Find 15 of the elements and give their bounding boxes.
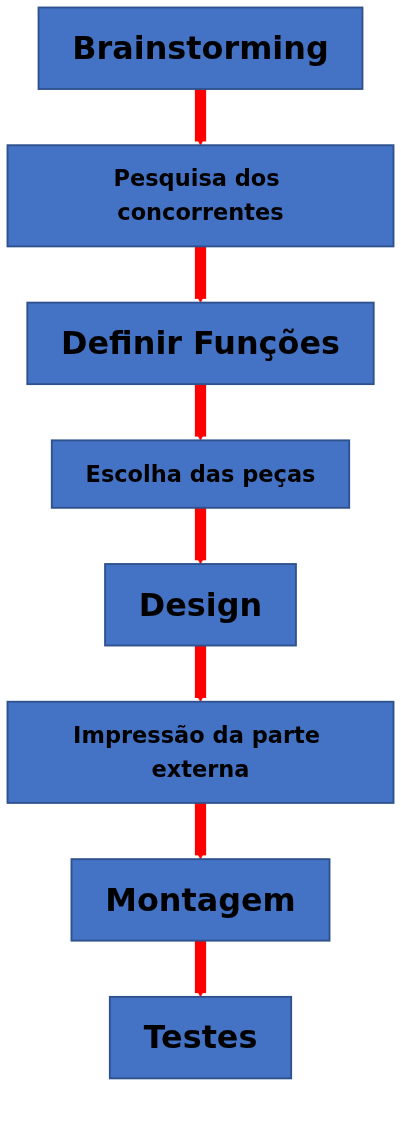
node-box: Testes [108, 995, 293, 1080]
arrow [194, 245, 207, 303]
node-box: Definir Funções [26, 301, 375, 386]
node-box: Montagem [70, 858, 331, 942]
node-box: Design [104, 563, 297, 647]
node-box: Impressão da parte externa [6, 700, 395, 804]
arrow [194, 506, 207, 565]
arrow [194, 802, 207, 860]
arrow [194, 88, 207, 146]
arrow [194, 644, 207, 703]
arrow [194, 939, 207, 998]
node-box: Escolha das peças [50, 439, 351, 509]
node-box: Pesquisa dos concorrentes [6, 144, 395, 248]
node-box: Brainstorming [37, 6, 364, 90]
arrow [194, 383, 207, 441]
